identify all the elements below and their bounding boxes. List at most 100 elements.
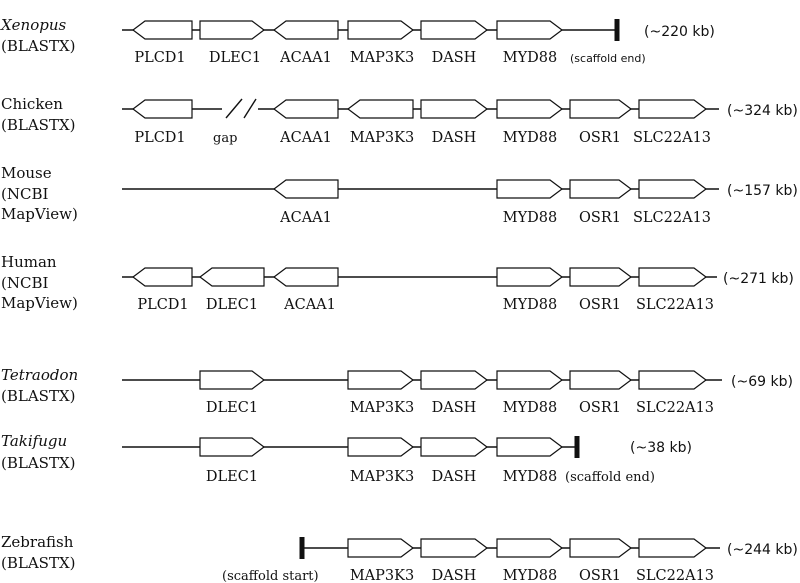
gene-label: SLC22A13 xyxy=(633,210,711,226)
species-label: (BLASTX) xyxy=(1,554,75,572)
species-label: (BLASTX) xyxy=(1,387,75,405)
gene-label: PLCD1 xyxy=(134,50,185,66)
gene-arrow xyxy=(496,20,563,40)
species-label: (NCBI xyxy=(1,185,48,203)
gene-arrow xyxy=(132,99,193,119)
gene-arrow xyxy=(420,370,488,390)
gene-arrow xyxy=(199,437,265,457)
species-label: (BLASTX) xyxy=(1,37,75,55)
gap-mark xyxy=(243,98,257,119)
species-label: (NCBI xyxy=(1,274,48,292)
species-label: (BLASTX) xyxy=(1,116,75,134)
gene-arrow xyxy=(496,437,563,457)
gene-arrow xyxy=(199,20,265,40)
scaffold-note: gap xyxy=(213,131,237,146)
scaffold-note: (scaffold end) xyxy=(570,52,646,65)
gene-label: DASH xyxy=(432,400,477,416)
gene-label: DASH xyxy=(432,50,477,66)
species-label: Chicken xyxy=(1,95,63,113)
gene-label: DLEC1 xyxy=(206,469,258,485)
gene-label: MAP3K3 xyxy=(350,130,414,146)
gene-label: OSR1 xyxy=(579,130,621,146)
gene-arrow xyxy=(420,538,488,558)
region-size-label: (~38 kb) xyxy=(630,440,692,456)
species-label: MapView) xyxy=(1,294,78,312)
region-size-label: (~271 kb) xyxy=(723,271,794,287)
gene-arrow xyxy=(496,370,563,390)
gene-label: ACAA1 xyxy=(279,50,332,66)
scaffold-end-bar xyxy=(574,436,580,458)
gene-arrow xyxy=(638,99,707,119)
gene-label: MAP3K3 xyxy=(350,469,414,485)
gene-label: MYD88 xyxy=(503,568,558,583)
species-label: Tetraodon xyxy=(1,366,78,384)
gene-label: MAP3K3 xyxy=(350,400,414,416)
gap-mark xyxy=(225,98,243,119)
gene-arrow xyxy=(496,99,563,119)
scaffold-note: (scaffold end) xyxy=(565,470,655,485)
species-label: Zebrafish xyxy=(1,533,74,551)
gene-label: DASH xyxy=(432,568,477,583)
gene-arrow xyxy=(347,437,414,457)
gene-arrow xyxy=(569,179,632,199)
gene-label: SLC22A13 xyxy=(636,400,714,416)
gene-label: SLC22A13 xyxy=(636,568,714,583)
region-size-label: (~244 kb) xyxy=(727,542,798,558)
scaffold-note: (scaffold start) xyxy=(222,569,319,583)
species-label: Xenopus xyxy=(0,16,67,34)
gene-label: PLCD1 xyxy=(137,297,188,313)
gene-arrow xyxy=(420,99,488,119)
species-label: MapView) xyxy=(1,205,78,223)
scaffold-end-bar xyxy=(299,537,305,559)
gene-label: SLC22A13 xyxy=(633,130,711,146)
region-size-label: (~69 kb) xyxy=(731,374,793,390)
gene-arrow xyxy=(273,99,339,119)
gene-label: DLEC1 xyxy=(206,400,258,416)
gene-label: DLEC1 xyxy=(206,297,258,313)
gene-label: OSR1 xyxy=(579,400,621,416)
gene-label: OSR1 xyxy=(579,568,621,583)
gene-arrow xyxy=(132,20,193,40)
gene-label: DASH xyxy=(432,469,477,485)
gene-arrow xyxy=(273,20,339,40)
gene-label: MYD88 xyxy=(503,469,558,485)
gene-arrow xyxy=(638,267,707,287)
gene-arrow xyxy=(273,179,339,199)
gene-arrow xyxy=(496,267,563,287)
gene-arrow xyxy=(420,20,488,40)
gene-label: MYD88 xyxy=(503,210,558,226)
gene-label: OSR1 xyxy=(579,210,621,226)
gene-label: MYD88 xyxy=(503,400,558,416)
gene-arrow xyxy=(347,538,414,558)
species-label: Mouse xyxy=(1,164,52,182)
region-size-label: (~220 kb) xyxy=(644,24,715,40)
gene-arrow xyxy=(132,267,193,287)
gene-arrow xyxy=(638,538,707,558)
gene-label: DASH xyxy=(432,130,477,146)
gene-label: MAP3K3 xyxy=(350,568,414,583)
gene-label: MAP3K3 xyxy=(350,50,414,66)
gene-arrow xyxy=(199,370,265,390)
gene-arrow xyxy=(569,267,632,287)
gene-label: MYD88 xyxy=(503,297,558,313)
gene-label: SLC22A13 xyxy=(636,297,714,313)
gene-arrow xyxy=(347,99,414,119)
gene-arrow xyxy=(569,99,632,119)
gene-label: MYD88 xyxy=(503,130,558,146)
gene-arrow xyxy=(569,370,632,390)
region-size-label: (~157 kb) xyxy=(727,183,798,199)
gene-label: ACAA1 xyxy=(279,210,332,226)
region-size-label: (~324 kb) xyxy=(727,103,798,119)
gene-label: OSR1 xyxy=(579,297,621,313)
scaffold-end-bar xyxy=(614,19,620,41)
gene-arrow xyxy=(569,538,632,558)
species-label: Human xyxy=(1,253,57,271)
gene-label: PLCD1 xyxy=(134,130,185,146)
gene-arrow xyxy=(347,370,414,390)
gene-label: MYD88 xyxy=(503,50,558,66)
gene-arrow xyxy=(496,179,563,199)
gene-arrow xyxy=(273,267,339,287)
gene-label: DLEC1 xyxy=(209,50,261,66)
